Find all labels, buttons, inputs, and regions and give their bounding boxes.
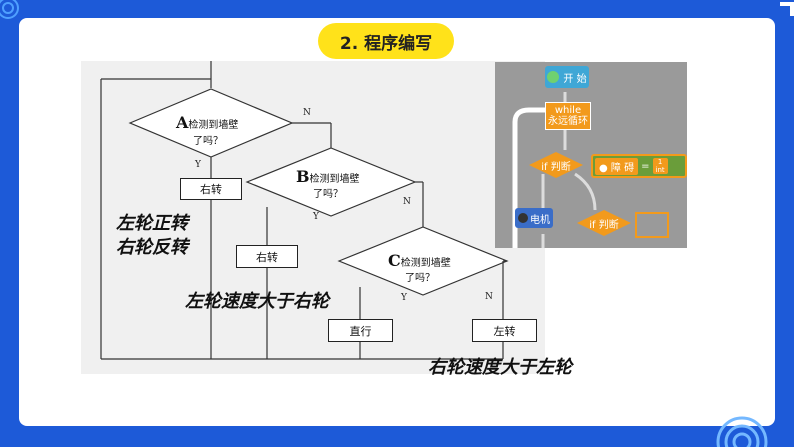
equals-sign: = [641, 160, 650, 172]
obstacle-icon: ● [599, 162, 608, 174]
annotation-right-reverse: 右轮反转 [116, 237, 188, 258]
decision-c-letter: C [388, 251, 401, 270]
while-sub-label: 永远循环 [548, 116, 588, 127]
corner-decoration-icon [0, 0, 19, 19]
block-program-screenshot: 开 始 while 永远循环 if 判断 ● 障 碍 = 1 int 电机 if… [495, 62, 687, 248]
obstacle-label: 障 碍 [610, 162, 635, 174]
condition-block[interactable]: ● 障 碍 = 1 int [591, 154, 687, 178]
decision-b-label: B检测到墙壁 [296, 167, 360, 186]
corner-decoration-icon [716, 416, 768, 447]
annotation-left-forward: 左轮正转 [116, 213, 188, 234]
b-n-label: N [403, 197, 411, 207]
c-n-label: N [485, 292, 493, 302]
decision-a-letter: A [176, 113, 189, 132]
int-label: int [655, 166, 665, 174]
annotation-left-faster: 左轮速度大于右轮 [185, 291, 329, 312]
process-turn-right-1: 右转 [180, 178, 242, 200]
motor-block[interactable]: 电机 [515, 208, 553, 228]
process-turn-left: 左转 [472, 319, 537, 342]
b-y-label: Y [313, 212, 319, 222]
process-straight: 直行 [328, 319, 393, 342]
annotation-right-faster: 右轮速度大于左轮 [428, 357, 572, 378]
motor-icon [518, 213, 528, 223]
decision-b-text1: 检测到墙壁 [309, 174, 360, 185]
flowchart-lines [100, 61, 509, 360]
while-loop-block[interactable]: while 永远循环 [545, 102, 591, 130]
decision-a-label: A检测到墙壁 [176, 113, 238, 132]
process-turn-right-2: 右转 [236, 245, 298, 268]
slide-title: 2. 程序编写 [318, 23, 454, 59]
while-label: while [554, 105, 582, 116]
start-block[interactable]: 开 始 [545, 66, 589, 88]
int-top: 1 [657, 158, 663, 166]
start-icon [547, 71, 560, 83]
obstacle-sensor: ● 障 碍 [595, 157, 639, 175]
a-y-label: Y [195, 160, 201, 170]
decision-b-text2: 了吗？ [313, 189, 343, 200]
motor-label: 电机 [530, 214, 550, 226]
decision-a-text2: 了吗？ [193, 136, 223, 147]
c-y-label: Y [401, 293, 407, 303]
start-label: 开 始 [563, 73, 587, 85]
corner-decoration-icon [780, 2, 794, 16]
flowchart: A检测到墙壁 了吗？ B检测到墙壁 了吗？ C检测到墙壁 了吗？ N Y N Y… [81, 61, 545, 374]
decision-a-text1: 检测到墙壁 [188, 120, 239, 131]
decision-c-text2: 了吗？ [405, 273, 435, 284]
a-n-label: N [303, 108, 311, 118]
empty-condition-slot[interactable] [635, 212, 669, 238]
decision-c-text1: 检测到墙壁 [400, 258, 451, 269]
int-value: 1 int [652, 158, 668, 174]
decision-c-label: C检测到墙壁 [388, 251, 451, 270]
decision-b-letter: B [296, 167, 310, 186]
